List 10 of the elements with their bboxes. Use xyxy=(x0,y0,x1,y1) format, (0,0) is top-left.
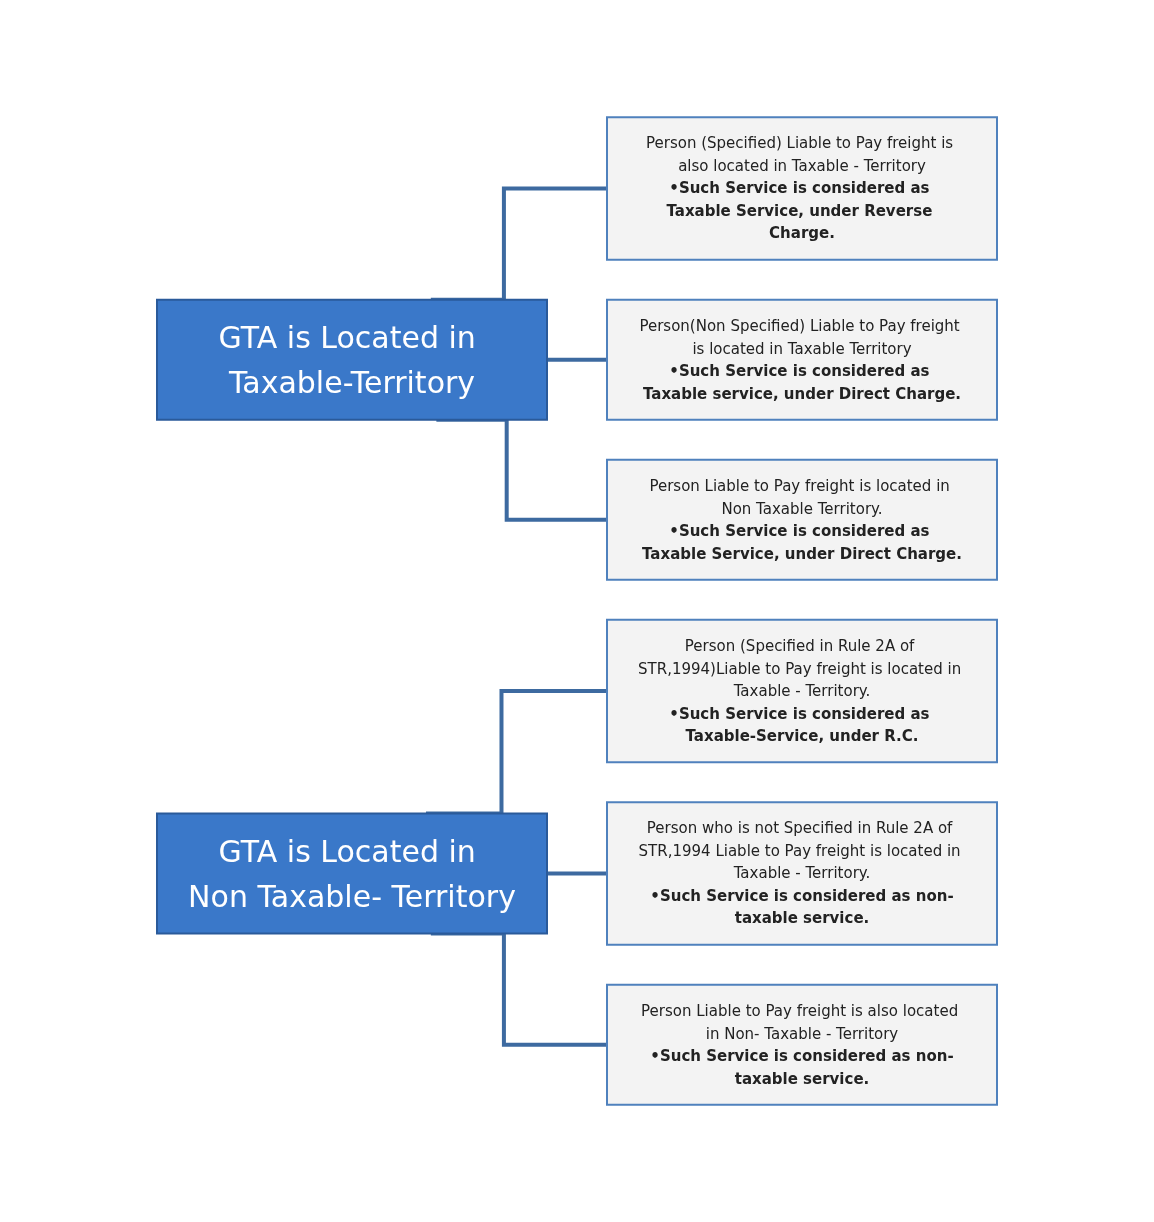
node-box: Person (Specified in Rule 2A of STR,1994)Liable to Pay freight is located in Taxable - Territory. •Such Service is considered as Taxable-Service, under R.C. xyxy=(606,618,998,764)
connector xyxy=(547,871,607,876)
node-box: Person Liable to Pay freight is located in Non Taxable Territory. •Such Service is considered as Taxable Service, under Direct Charge. xyxy=(606,458,998,581)
node-box: Person(Non Specified) Liable to Pay freight is located in Taxable Territory •Such Service is considered as Taxable service, under Direct Charge. xyxy=(606,298,998,421)
node-box: GTA is Located in Taxable-Territory xyxy=(156,298,548,421)
node-box: Person who is not Specified in Rule 2A of STR,1994 Liable to Pay freight is located in Taxable - Territory. •Such Service is considered as non-taxable service. xyxy=(606,801,998,946)
node-box: Person (Specified) Liable to Pay freight is also located in Taxable - Territory •Such Service is considered as Taxable Service, under Reverse Charge. xyxy=(606,116,998,261)
node-box: GTA is Located in Non Taxable- Territory xyxy=(156,812,548,935)
connector xyxy=(547,357,607,362)
node-box: Person Liable to Pay freight is also located in Non- Taxable - Territory •Such Service is considered as non-taxable service. xyxy=(606,983,998,1106)
